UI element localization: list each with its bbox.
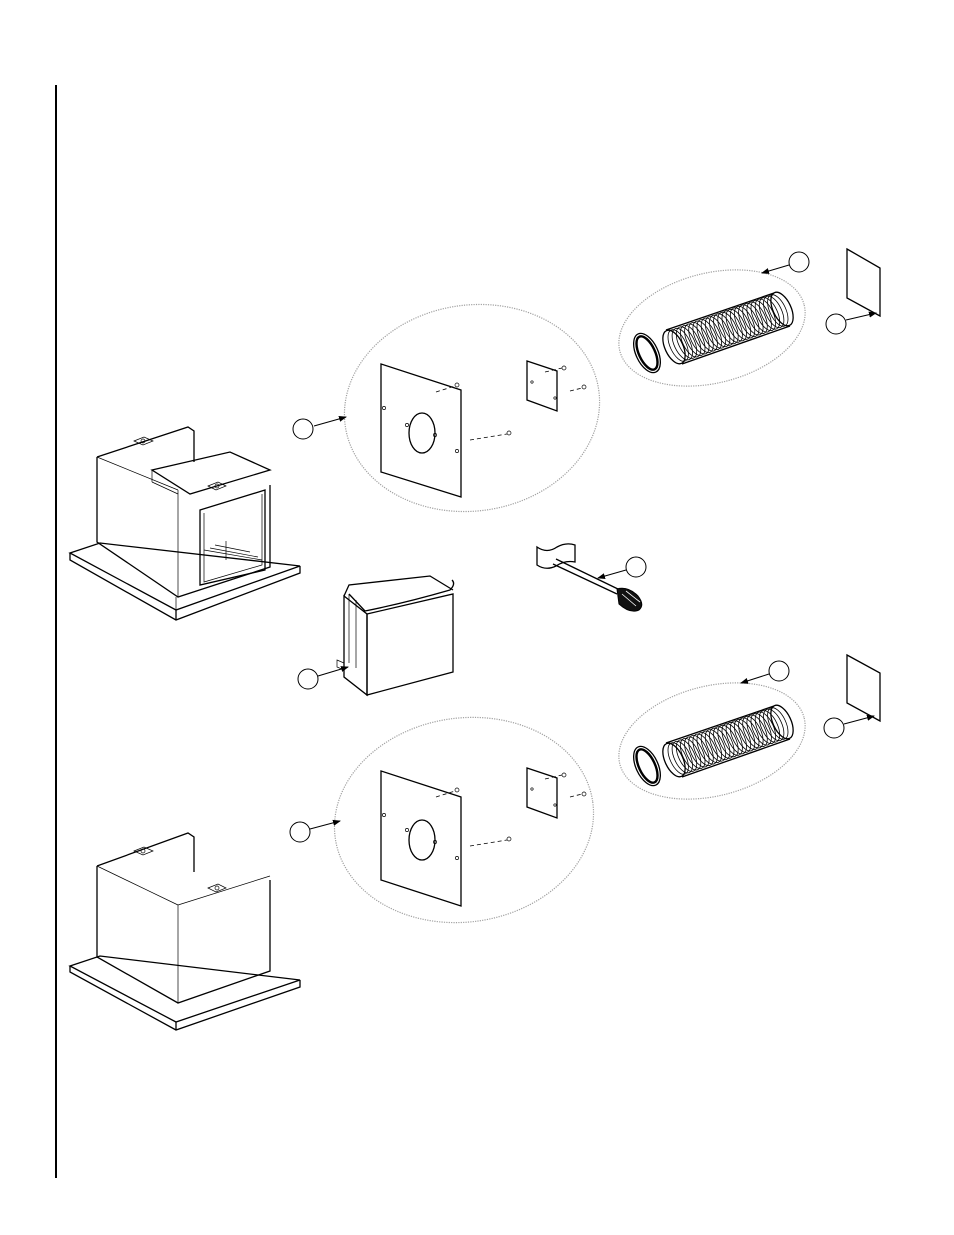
duct-corrugation xyxy=(684,319,713,357)
duct-corrugation xyxy=(697,728,726,766)
duct-corrugation xyxy=(664,740,693,778)
callout-3 xyxy=(293,417,346,439)
duct-corrugation xyxy=(755,295,784,333)
duct-corrugation xyxy=(722,306,751,344)
upper-box-assembly xyxy=(70,427,300,620)
callout-2 xyxy=(826,313,876,334)
callout-5 xyxy=(298,667,348,689)
duct-corrugation xyxy=(701,314,730,352)
duct-corrugation xyxy=(722,719,751,757)
duct-corrugation xyxy=(664,327,693,365)
duct-corrugation xyxy=(730,303,759,341)
lower-wall-plate-group xyxy=(321,701,607,939)
duct-corrugation xyxy=(689,318,718,356)
duct-corrugation xyxy=(672,737,701,775)
upper-wall-plate-group xyxy=(331,288,613,528)
sleeve-insert xyxy=(337,576,454,695)
duct-corrugation xyxy=(730,716,759,754)
handle-tool xyxy=(537,544,642,611)
upper-wall-cap xyxy=(847,249,880,316)
duct-corrugation xyxy=(743,712,772,750)
duct-corrugation xyxy=(726,718,755,756)
lower-wall-cap xyxy=(847,655,880,721)
duct-corrugation xyxy=(709,311,738,349)
duct-corrugation xyxy=(714,309,743,347)
duct-corrugation xyxy=(763,705,792,743)
duct-corrugation xyxy=(672,324,701,362)
duct-corrugation xyxy=(718,721,747,759)
duct-corrugation xyxy=(738,300,767,338)
duct-corrugation xyxy=(734,715,763,753)
duct-corrugation xyxy=(701,727,730,765)
duct-corrugation xyxy=(689,731,718,769)
duct-corrugation xyxy=(763,292,792,330)
duct-corrugation xyxy=(738,713,767,751)
callout-1 xyxy=(762,252,809,273)
duct-corrugation xyxy=(709,724,738,762)
duct-corrugation xyxy=(755,708,784,746)
duct-corrugation xyxy=(693,317,722,355)
lower-box-assembly xyxy=(70,833,300,1030)
callout-4 xyxy=(598,557,646,578)
duct-corrugation xyxy=(726,305,755,343)
duct-corrugation xyxy=(693,730,722,768)
callout-8 xyxy=(290,821,340,842)
duct-corrugation xyxy=(705,725,734,763)
duct-corrugation xyxy=(743,299,772,337)
callout-6 xyxy=(741,661,789,683)
upper-flex-duct-group xyxy=(607,252,818,405)
duct-corrugation xyxy=(734,302,763,340)
duct-corrugation xyxy=(705,312,734,350)
duct-corrugation xyxy=(714,722,743,760)
duct-corrugation xyxy=(684,732,713,770)
duct-corrugation xyxy=(697,315,726,353)
callout-7 xyxy=(824,716,874,738)
duct-corrugation xyxy=(718,308,747,346)
lower-flex-duct-group xyxy=(607,665,818,818)
